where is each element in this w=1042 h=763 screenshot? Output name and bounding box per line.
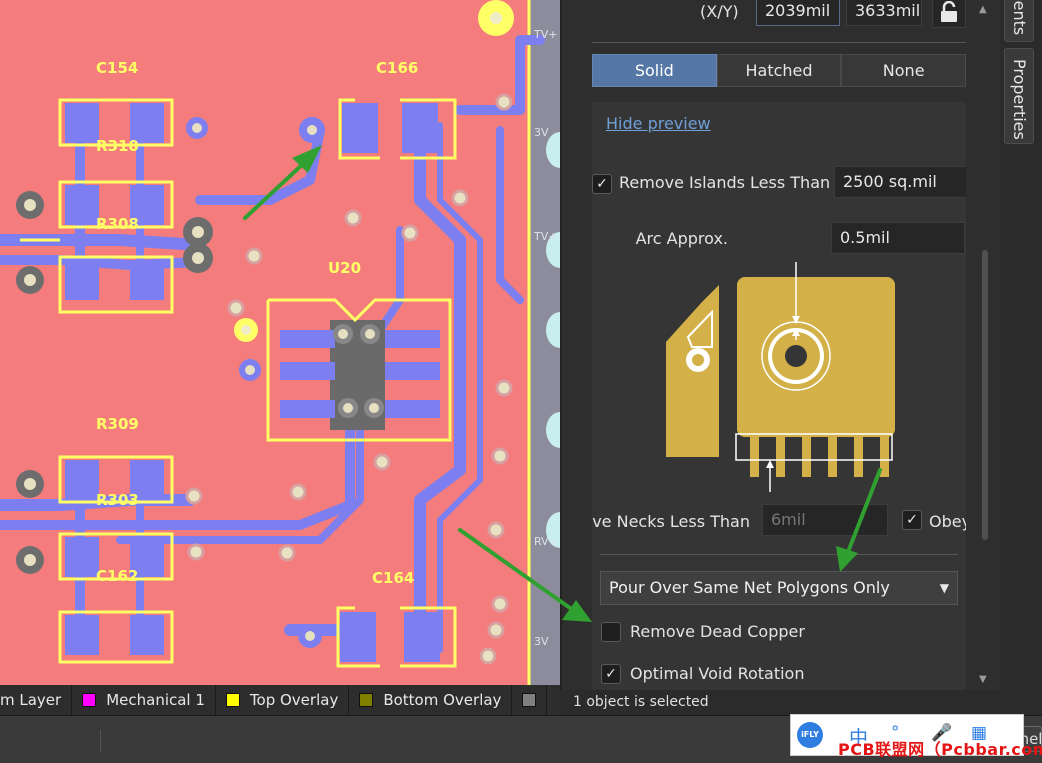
designator-c154: C154 xyxy=(96,59,138,77)
pour-options-preview: Hide preview ✓ Remove Islands Less Than … xyxy=(592,102,966,690)
designator-r309: R309 xyxy=(96,415,139,433)
fill-mode-none[interactable]: None xyxy=(841,54,967,87)
annotation-arrow-icon xyxy=(836,468,882,572)
watermark: PCB联盟网（Pcbbar.com） xyxy=(838,740,1042,759)
optimal-void-rotation-checkbox[interactable]: ✓ xyxy=(601,664,621,684)
annotation-arrows xyxy=(836,468,882,572)
lock-icon[interactable] xyxy=(932,0,966,28)
layer-tab-top-overlay[interactable]: Top Overlay xyxy=(216,685,350,715)
layer-tab-bottom[interactable]: m Layer xyxy=(0,685,73,715)
pcb-canvas[interactable]: C154 C166 R310 R308 U20 R309 R303 C162 C… xyxy=(0,0,560,685)
remove-dead-copper-checkbox[interactable] xyxy=(601,622,621,642)
designator-r310: R310 xyxy=(96,137,139,155)
properties-panel: (X/Y) 2039mil 3633mil Solid Hatched None… xyxy=(560,0,1000,690)
layer-color-swatch xyxy=(359,693,374,707)
ifly-logo-icon: iFLY xyxy=(797,722,823,748)
remove-dead-copper-label: Remove Dead Copper xyxy=(630,622,805,641)
side-panel-tabs: Components Properties xyxy=(1000,0,1042,715)
layer-tab-bottom-overlay[interactable]: Bottom Overlay xyxy=(349,685,513,715)
panel-scrollbar[interactable]: ▲ ▼ xyxy=(978,0,992,690)
designator-u20: U20 xyxy=(328,259,361,277)
toolbox-icon[interactable]: ▦ xyxy=(971,723,988,743)
designator-c164: C164 xyxy=(372,569,414,587)
remove-necks-input[interactable]: 6mil xyxy=(762,504,888,536)
chevron-down-icon: ▼ xyxy=(939,581,949,595)
layer-tab-more[interactable] xyxy=(512,685,548,715)
layer-tabs: m Layer Mechanical 1 Top Overlay Bottom … xyxy=(0,685,560,715)
remove-islands-label: Remove Islands Less Than xyxy=(619,173,831,192)
scroll-up-icon[interactable]: ▲ xyxy=(979,4,987,15)
divider xyxy=(592,42,966,43)
remove-islands-checkbox[interactable]: ✓ xyxy=(592,174,612,194)
designator-c162: C162 xyxy=(96,567,138,585)
arc-approx-label: Arc Approx. xyxy=(635,229,728,248)
remove-necks-label: Remove Necks Less Than xyxy=(592,512,750,531)
toolbar-separator xyxy=(100,730,101,752)
layer-color-swatch xyxy=(82,693,97,707)
chinese-mode-icon[interactable]: 中 xyxy=(849,727,869,749)
x-input[interactable]: 2039mil xyxy=(756,0,840,26)
fill-mode-hatched[interactable]: Hatched xyxy=(716,54,842,87)
edge-label: TV+ xyxy=(533,28,557,41)
tab-components[interactable]: Components xyxy=(1004,0,1034,42)
edge-label: 3V xyxy=(534,126,549,139)
fill-mode-selector: Solid Hatched None xyxy=(592,54,967,87)
edge-label: 3V xyxy=(534,635,549,648)
small-vias xyxy=(185,93,513,665)
designator-r308: R308 xyxy=(96,215,139,233)
annotation-arrow-icon xyxy=(458,528,592,622)
component-pads xyxy=(65,103,440,662)
status-bar: 1 object is selected xyxy=(560,690,1000,715)
arc-approx-input[interactable]: 0.5mil xyxy=(831,222,965,254)
layer-color-swatch xyxy=(225,693,240,707)
pour-mode-dropdown[interactable]: Pour Over Same Net Polygons Only ▼ xyxy=(600,571,958,605)
punctuation-icon[interactable]: ° xyxy=(891,723,900,743)
pour-preview-illustration xyxy=(666,262,895,492)
obey-label: Obey xyxy=(929,512,966,531)
microphone-icon[interactable]: 🎤 xyxy=(931,723,953,743)
silkscreen-outlines xyxy=(20,98,457,668)
ifly-input-bar[interactable]: iFLY 中 ° 🎤 ▦ xyxy=(790,714,1024,756)
edge-label: RV+ xyxy=(534,535,558,548)
annotation-arrow-icon xyxy=(243,145,322,220)
layer-color-swatch xyxy=(522,693,537,707)
obey-checkbox[interactable]: ✓ xyxy=(902,510,922,530)
divider xyxy=(600,554,958,555)
selection-status: 1 object is selected xyxy=(573,694,709,710)
y-input[interactable]: 3633mil xyxy=(846,0,922,26)
xy-label: (X/Y) xyxy=(700,2,739,21)
optimal-void-rotation-label: Optimal Void Rotation xyxy=(630,664,805,683)
layer-tab-mechanical-1[interactable]: Mechanical 1 xyxy=(72,685,216,715)
fill-mode-solid[interactable]: Solid xyxy=(592,54,717,87)
hide-preview-link[interactable]: Hide preview xyxy=(606,114,711,133)
remove-islands-input[interactable]: 2500 sq.mil xyxy=(834,166,966,198)
edge-pads xyxy=(546,132,560,548)
vias xyxy=(16,0,514,648)
scroll-down-icon[interactable]: ▼ xyxy=(979,674,987,685)
scrollbar-thumb[interactable] xyxy=(982,250,988,540)
designator-r303: R303 xyxy=(96,491,139,509)
designator-c166: C166 xyxy=(376,59,418,77)
tab-properties[interactable]: Properties xyxy=(1004,48,1034,144)
edge-label: TV+ xyxy=(533,230,557,243)
